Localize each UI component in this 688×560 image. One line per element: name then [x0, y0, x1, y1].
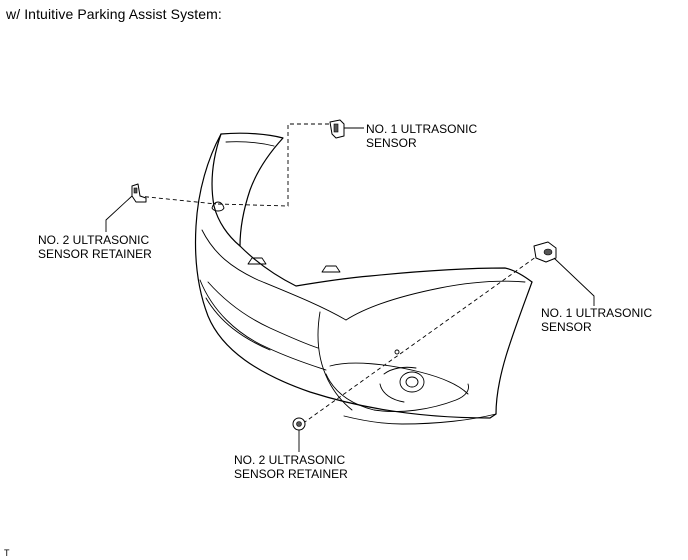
diagram-title: w/ Intuitive Parking Assist System:: [6, 6, 222, 22]
no2-retainer-left-part: [131, 183, 147, 203]
callout-line: NO. 1 ULTRASONIC: [366, 122, 478, 136]
no1-sensor-right-part: [533, 241, 557, 263]
callout-no2-retainer-bottom: NO. 2 ULTRASONIC SENSOR RETAINER: [234, 453, 348, 481]
no1-sensor-top-part: [329, 119, 345, 139]
callout-line: SENSOR: [541, 320, 592, 334]
no2-retainer-bottom-part: [292, 417, 306, 431]
callout-no1-sensor-right: NO. 1 ULTRASONIC SENSOR: [541, 306, 652, 334]
callout-line: NO. 1 ULTRASONIC: [541, 306, 653, 320]
callout-line: NO. 2 ULTRASONIC: [234, 453, 346, 467]
callout-line: NO. 2 ULTRASONIC: [38, 233, 150, 247]
leader-lines: [105, 127, 595, 452]
callout-line: SENSOR RETAINER: [234, 467, 348, 481]
illustration-code: T: [4, 548, 10, 558]
callout-no1-sensor-top: NO. 1 ULTRASONIC SENSOR: [366, 122, 477, 150]
front-bumper-cover: [194, 132, 533, 425]
callout-line: SENSOR RETAINER: [38, 247, 152, 261]
callout-no2-retainer-left: NO. 2 ULTRASONIC SENSOR RETAINER: [38, 233, 152, 261]
callout-line: SENSOR: [366, 136, 417, 150]
install-guide-lines: [137, 123, 541, 425]
